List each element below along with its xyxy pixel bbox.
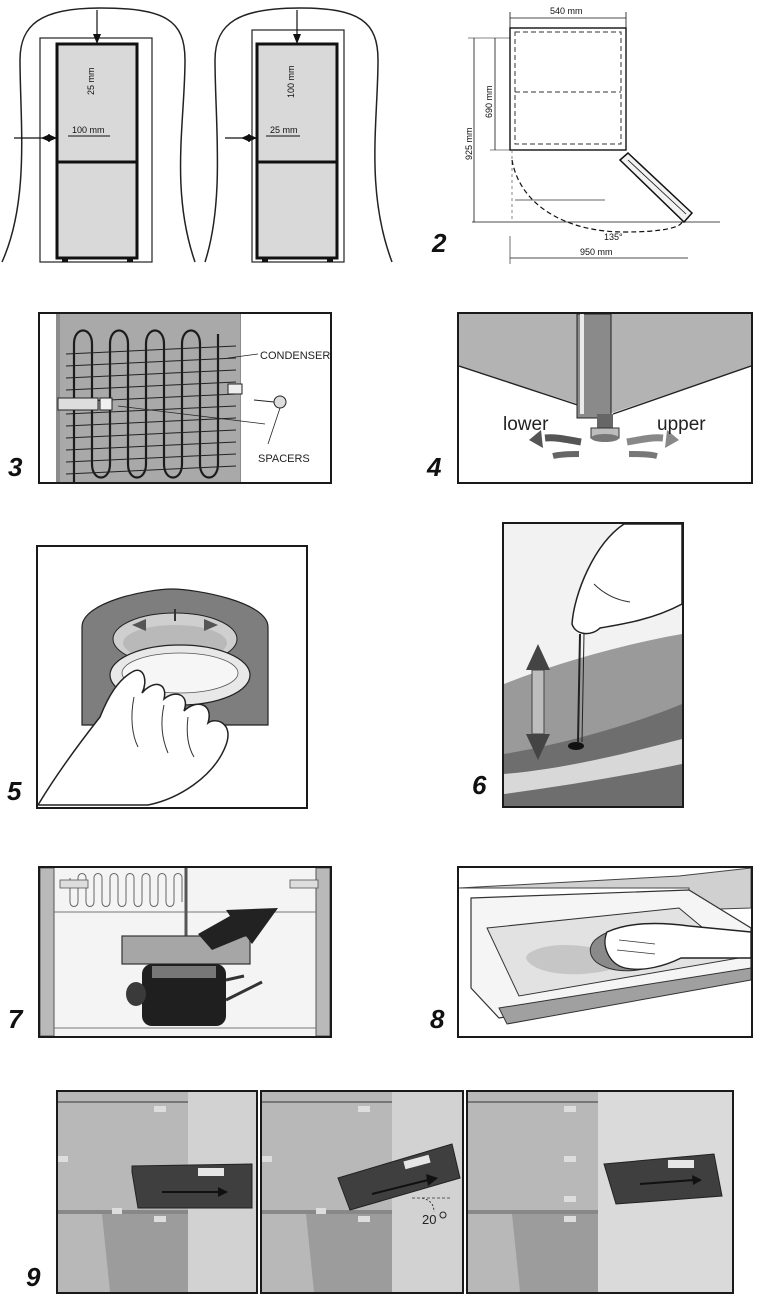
figure-2-drawing: 540 mm 925 mm 690 mm 135° 950 mm [464,6,720,264]
spacers-label: SPACERS [258,453,310,465]
figure-7-number: 7 [8,1004,23,1034]
figure-8-frame [457,866,753,1038]
upper-label: upper [657,414,706,435]
fig1-left-side-gap: 100 mm [72,125,105,135]
figure-3-number: 3 [8,452,23,482]
figure-7-frame [38,866,332,1038]
figure-9-step-3 [466,1090,734,1294]
figure-6-frame [502,522,684,808]
figure-6-number: 6 [472,770,487,800]
figure-3-drawing: CONDENSER SPACERS [56,314,330,482]
fig2-depth-label: 950 mm [580,247,613,257]
figure-9-step-3-drawing [468,1092,732,1292]
figure-5-number: 5 [7,776,22,806]
lower-label: lower [503,414,549,435]
condenser-label: CONDENSER [260,350,330,362]
figure-9-number: 9 [26,1262,41,1292]
figure-2-number: 2 [432,228,447,258]
figure-4-frame: lower upper [457,312,753,484]
figure-5-drawing [38,588,269,806]
fig1-left-top-gap: 25 mm [86,67,96,95]
figure-2-dimensions: 540 mm 925 mm 690 mm 135° 950 mm [420,0,762,272]
figure-8-drawing [459,868,751,1036]
fig1-right-top-gap: 100 mm [286,65,296,98]
fig2-angle-label: 135° [604,232,623,242]
figure-4-number: 4 [427,452,442,482]
figure-1-clearance: 25 mm 100 mm 100 mm 25 mm [0,0,400,270]
fig9-angle-label: 20 [422,1212,436,1227]
fig2-height-upper-label: 690 mm [484,85,494,118]
fig1-right-side-gap: 25 mm [270,125,298,135]
figure-9-step-1 [56,1090,258,1294]
figure-6-drawing [504,524,682,806]
fig2-height-total-label: 925 mm [464,127,474,160]
figure-9-step-2: 20 [260,1090,464,1294]
figure-3-frame: CONDENSER SPACERS [38,312,332,484]
fig2-width-label: 540 mm [550,6,583,16]
figure-7-drawing [40,868,330,1036]
figure-8-number: 8 [430,1004,445,1034]
figure-1-drawing: 25 mm 100 mm 100 mm 25 mm [1,7,393,263]
figure-9-step-1-drawing [58,1092,256,1292]
figure-9-step-2-drawing: 20 [262,1092,462,1292]
figure-4-drawing: lower upper [459,314,751,459]
figure-5-frame [36,545,308,809]
